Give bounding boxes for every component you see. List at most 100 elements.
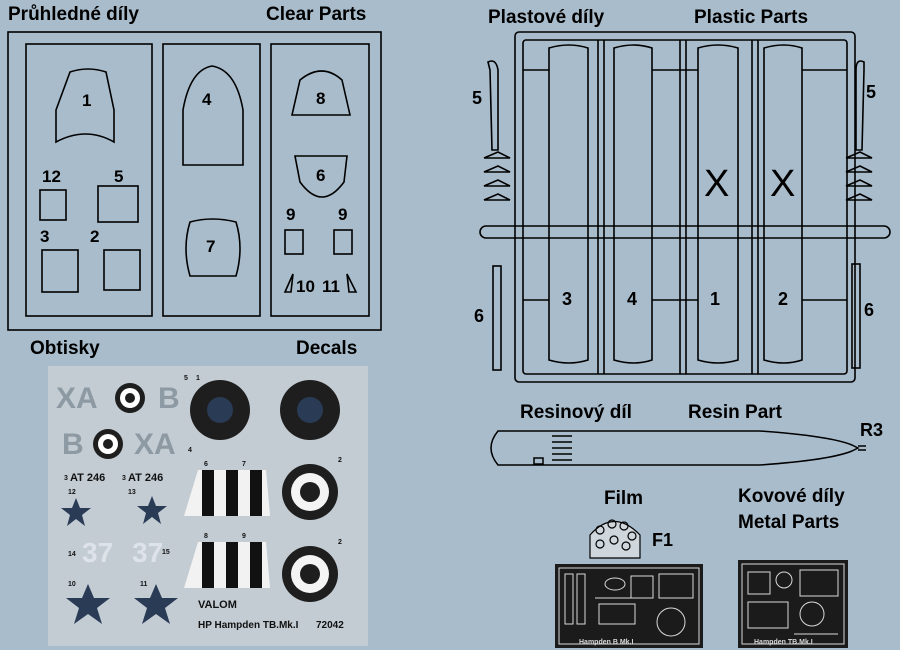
clear-part-11-label: 11 — [322, 277, 340, 296]
metal-parts-heading-en: Metal Parts — [738, 512, 840, 533]
decal-number-2: 37 — [132, 537, 163, 568]
decal-roundel-fuselage-2 — [282, 546, 338, 602]
plastic-part-3-label: 3 — [562, 289, 572, 309]
plastic-part-6-right-label: 6 — [864, 300, 874, 320]
decal-brand: VALOM — [198, 599, 237, 611]
clear-part-8-shape — [290, 70, 352, 116]
decal-index: 3 — [64, 475, 68, 482]
resin-torpedo-shape — [490, 430, 860, 466]
decal-sheet-artwork: XA B B XA AT 246 AT 246 37 37 — [56, 375, 344, 631]
photoetch-fret-1-caption: Hampden B Mk.I — [579, 639, 634, 646]
decal-index: 7 — [242, 461, 246, 468]
plastic-part-1-shape — [697, 44, 739, 364]
clear-part-7-shape — [185, 218, 241, 277]
clear-part-9b-shape — [333, 229, 353, 255]
clear-part-1-shape — [55, 68, 115, 144]
decal-star-10 — [66, 584, 110, 624]
decal-fin-stripes-bottom — [184, 542, 270, 588]
decal-index: 14 — [68, 551, 76, 558]
clear-sprue-panel-right — [270, 43, 370, 317]
plastic-unused-mark-1: X — [704, 163, 729, 205]
plastic-part-2-shape — [763, 44, 803, 364]
decal-index: 1 — [196, 375, 200, 382]
film-instrument-panel-shape — [589, 521, 641, 559]
photoetch-fret-2-caption: Hampden TB.Mk.I — [754, 639, 813, 646]
decal-product-name: HP Hampden TB.Mk.I — [198, 620, 299, 631]
decal-index: 3 — [122, 475, 126, 482]
decal-catalog-number: 72042 — [316, 620, 344, 631]
clear-part-4-shape — [182, 65, 244, 166]
decal-serial-1: AT 246 — [70, 472, 105, 484]
plastic-part-2-label: 2 — [778, 289, 788, 309]
clear-sprue-frame — [7, 31, 382, 331]
decal-number-1: 37 — [82, 537, 113, 568]
decal-star-12 — [61, 498, 91, 526]
decal-star-11 — [134, 584, 178, 624]
decal-roundel-large-2 — [280, 380, 340, 440]
decal-index: 11 — [140, 581, 148, 588]
photoetch-fret-1-detail: Hampden B Mk.I — [558, 567, 700, 646]
clear-part-9a-label: 9 — [286, 205, 295, 224]
decal-fin-stripes-top — [184, 470, 270, 516]
decal-index: 2 — [338, 539, 342, 546]
clear-part-4-label: 4 — [202, 90, 212, 109]
decal-sheet: XA B B XA AT 246 AT 246 37 37 — [48, 366, 368, 646]
decal-code-xa-mid: XA — [134, 428, 176, 461]
clear-part-10-label: 10 — [296, 277, 315, 296]
decal-code-xa-top: XA — [56, 382, 98, 415]
decal-serial-2: AT 246 — [128, 472, 163, 484]
decal-index: 8 — [204, 533, 208, 540]
plastic-part-5-left-shape — [487, 60, 499, 151]
film-heading: Film — [604, 488, 644, 509]
resin-part-heading-cz: Resinový díl — [520, 402, 632, 423]
decal-index: 4 — [188, 447, 192, 454]
resin-part-label: R3 — [860, 420, 883, 440]
clear-part-2-shape — [103, 249, 141, 291]
decal-index: 5 — [184, 375, 188, 382]
decal-code-b-mid: B — [62, 428, 84, 461]
plastic-sprue-frame-inner — [522, 39, 848, 375]
decal-index: 15 — [162, 549, 170, 556]
decal-star-13 — [137, 496, 167, 524]
clear-part-6-shape — [294, 155, 348, 198]
clear-part-1-label: 1 — [82, 91, 91, 110]
decal-index: 13 — [128, 489, 136, 496]
resin-part-heading-en: Resin Part — [688, 402, 782, 423]
plastic-parts-heading-cz: Plastové díly — [488, 7, 605, 28]
decals-heading-en: Decals — [296, 338, 358, 359]
clear-part-10-shape — [283, 273, 294, 293]
plastic-sprue-frame — [514, 31, 856, 383]
plastic-part-6-right-shape — [851, 263, 861, 369]
decal-roundel-large-1 — [190, 380, 250, 440]
decal-index: 9 — [242, 533, 246, 540]
plastic-part-4-shape — [613, 44, 653, 364]
clear-part-11-shape — [346, 273, 358, 293]
decal-roundel-small-top — [115, 383, 145, 413]
clear-sprue-panel-middle — [162, 43, 261, 317]
plastic-part-4-label: 4 — [627, 289, 637, 309]
decal-code-b-top: B — [158, 382, 180, 415]
plastic-part-5-right-shape — [855, 60, 865, 151]
decal-index: 2 — [338, 457, 342, 464]
clear-parts-heading-cz: Průhledné díly — [8, 4, 139, 25]
photoetch-fret-2: Hampden TB.Mk.I — [738, 560, 848, 648]
decal-index: 12 — [68, 489, 76, 496]
decal-roundel-small-mid — [93, 429, 123, 459]
clear-sprue-panel-left — [25, 43, 153, 317]
photoetch-fret-1: Hampden B Mk.I — [555, 564, 703, 648]
plastic-part-5-left-label: 5 — [472, 88, 482, 108]
decal-index: 10 — [68, 581, 76, 588]
decal-roundel-fuselage-1 — [282, 464, 338, 520]
plastic-part-6-left-label: 6 — [474, 306, 484, 326]
plastic-unused-mark-2: X — [770, 163, 795, 205]
clear-part-6-label: 6 — [316, 166, 325, 185]
plastic-part-6-left-shape — [492, 265, 502, 371]
plastic-part-1-label: 1 — [710, 289, 720, 309]
clear-part-12-shape — [39, 189, 67, 221]
plastic-part-3-shape — [548, 44, 589, 364]
film-part-label: F1 — [652, 530, 673, 550]
clear-part-2-label: 2 — [90, 227, 99, 246]
clear-part-5-shape — [97, 185, 139, 223]
